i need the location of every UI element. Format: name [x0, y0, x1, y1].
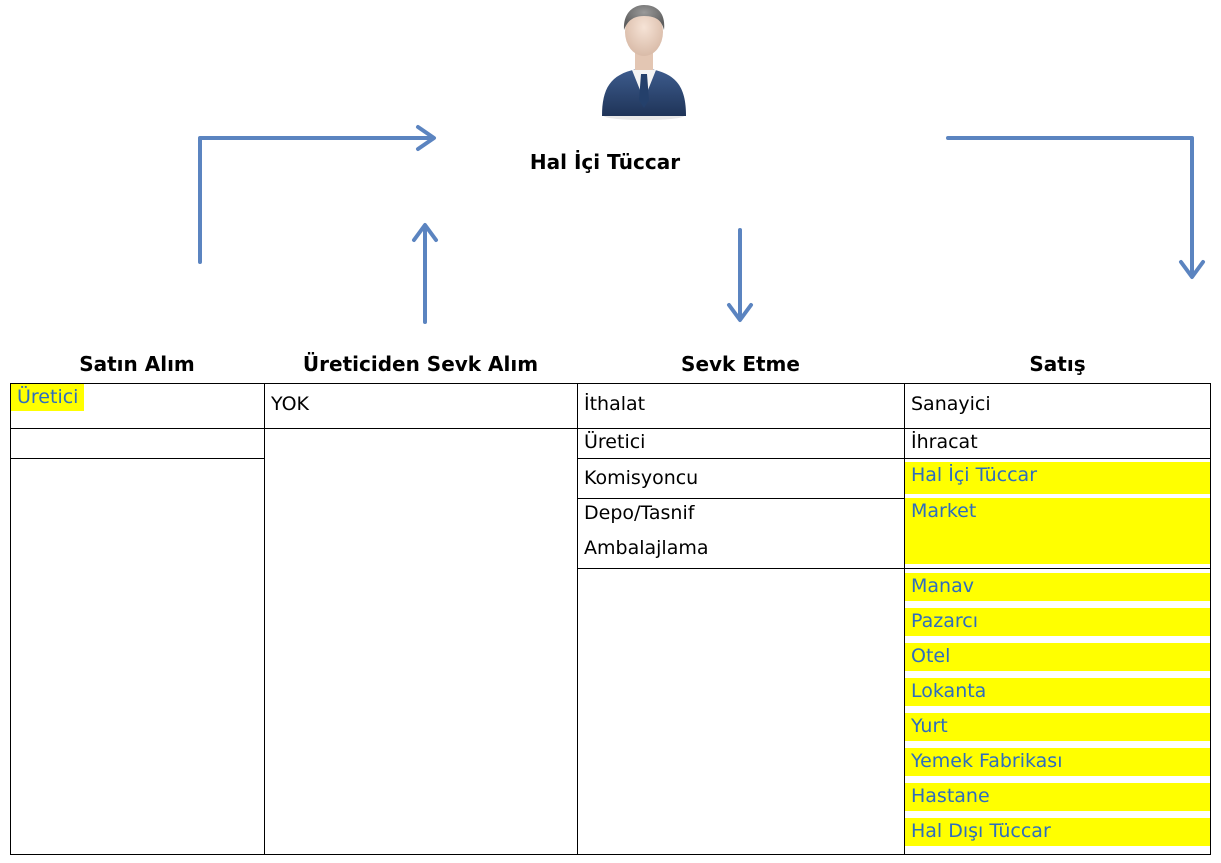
- cell-text: Yemek Fabrikası: [911, 750, 1063, 772]
- cell-text: Otel: [911, 645, 951, 667]
- table-purchase: Üretici: [10, 383, 265, 855]
- arrow-purchase-to-trader: [198, 136, 432, 264]
- flow-arrows: [198, 125, 1205, 324]
- cell-text: Üretici: [11, 384, 85, 411]
- cell-text: Hastane: [911, 785, 990, 807]
- table-cell: Manav: [905, 573, 1210, 601]
- table-cell: Depo/Tasnif: [578, 500, 904, 527]
- column-header-shipment-out: Sevk Etme: [681, 352, 800, 376]
- cell-text: İhracat: [911, 431, 978, 453]
- table-cell: Yemek Fabrikası: [905, 748, 1210, 776]
- cell-text: Ambalajlama: [584, 537, 709, 559]
- table-cell: Üretici: [578, 429, 904, 456]
- table-cell: İthalat: [578, 391, 904, 418]
- cell-text: Manav: [911, 575, 974, 597]
- cell-text: Komisyoncu: [584, 467, 699, 489]
- column-header-sales: Satış: [1029, 352, 1086, 376]
- person-avatar-icon: [602, 5, 686, 120]
- table-shipment-in: YOK: [264, 383, 578, 855]
- table-cell: Hal İçi Tüccar: [905, 462, 1210, 494]
- cell-text: Hal İçi Tüccar: [911, 464, 1038, 486]
- table-cell: Yurt: [905, 713, 1210, 741]
- column-header-purchase: Satın Alım: [79, 352, 195, 376]
- cell-text: Sanayici: [911, 393, 991, 415]
- cell-text: Hal Dışı Tüccar: [911, 820, 1051, 842]
- table-cell: Komisyoncu: [578, 465, 904, 492]
- table-cell: Lokanta: [905, 678, 1210, 706]
- cell-text: Pazarcı: [911, 610, 978, 632]
- table-cell: Üretici: [11, 384, 264, 411]
- table-cell: YOK: [265, 391, 577, 418]
- column-header-shipment-in: Üreticiden Sevk Alım: [302, 352, 539, 376]
- cell-text: YOK: [271, 393, 309, 415]
- cell-text: Üretici: [584, 431, 646, 453]
- arrow-trader-to-sales: [946, 136, 1194, 277]
- cell-text: Market: [911, 500, 977, 522]
- table-cell: Hal Dışı Tüccar: [905, 818, 1210, 846]
- table-cell: Pazarcı: [905, 608, 1210, 636]
- table-cell: Sanayici: [905, 391, 1210, 418]
- table-cell: Hastane: [905, 783, 1210, 811]
- table-cell: Otel: [905, 643, 1210, 671]
- cell-text: Lokanta: [911, 680, 987, 702]
- table-cell: İhracat: [905, 429, 1210, 456]
- cell-text: Yurt: [911, 715, 948, 737]
- cell-text: İthalat: [584, 393, 646, 415]
- cell-text: Depo/Tasnif: [584, 502, 695, 524]
- table-cell: Ambalajlama: [578, 535, 904, 562]
- central-entity-title: Hal İçi Tüccar: [529, 150, 681, 174]
- table-sales: Sanayici İhracat Hal İçi Tüccar Market M…: [904, 383, 1211, 855]
- table-cell: Market: [905, 498, 1210, 564]
- table-shipment-out: İthalat Üretici Komisyoncu Depo/Tasnif A…: [577, 383, 905, 855]
